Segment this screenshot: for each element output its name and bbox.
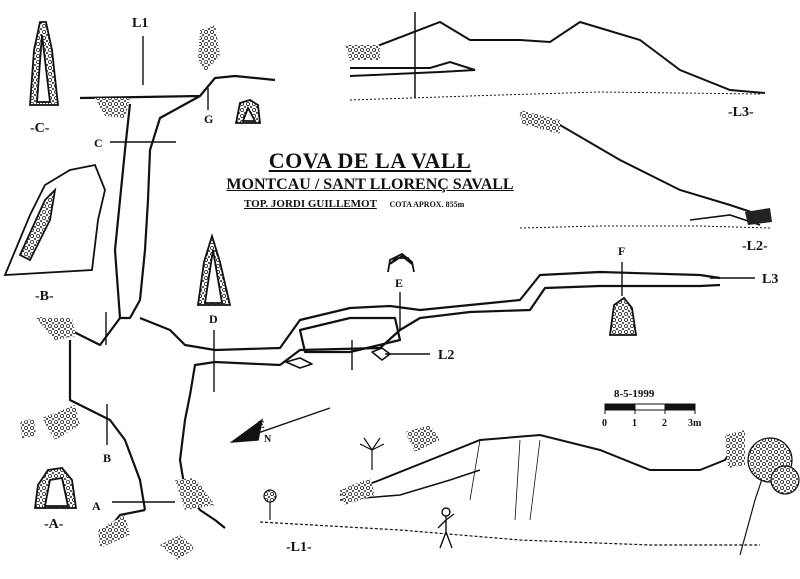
survey-date: 8-5-1999 [614,388,655,400]
cross-sections [3,21,638,509]
scale-tick-2: 2 [662,418,667,429]
section-mark-f: F [618,244,625,258]
section-lines [105,36,755,503]
profile-l2 [519,110,772,229]
caption-profile-l3: -L3- [728,105,754,120]
scale-ticks: 0 1 2 3m [602,418,702,429]
caption-section-b: -B- [35,289,54,304]
profile-letters: L1 L2 L3 [132,16,778,363]
profile-mark-l2: L2 [438,348,454,363]
section-letters: A B C D E F G [92,112,625,513]
caption-profile-l1: -L1- [286,540,312,555]
survey-credit-row: TOP. JORDI GUILLEMOT COTA APROX. 855m [220,198,520,210]
title-block: COVA DE LA VALL MONTCAU / SANT LLORENÇ S… [220,148,520,210]
caption-section-a: -A- [44,517,64,532]
scale-tick-1: 1 [632,418,637,429]
altitude-note: COTA APROX. 855m [389,200,465,209]
profile-mark-l1: L1 [132,16,148,31]
section-mark-b: B [103,451,111,465]
section-mark-e: E [395,276,403,290]
person-icon [437,507,455,549]
section-mark-d: D [209,312,218,326]
tree-icon [739,437,800,556]
rock-fills [20,25,220,560]
section-mark-a: A [92,499,101,513]
caption-section-c: -C- [30,121,50,136]
north-arrow-letter-n: N [264,434,272,445]
section-mark-c: C [94,136,103,150]
caption-profile-l2: -L2- [742,239,768,254]
cave-title: COVA DE LA VALL [268,148,472,173]
palm-icon [359,437,385,470]
profile-l1 [259,425,760,546]
location-subtitle: MONTCAU / SANT LLORENÇ SAVALL [226,176,514,193]
north-arrow-letter-e: E [258,420,265,431]
plan-view [39,74,721,541]
profile-l3 [345,12,766,101]
survey-credit: TOP. JORDI GUILLEMOT [244,198,377,210]
section-captions: -C- -B- -A- [30,121,64,532]
scale-tick-0: 0 [602,418,607,429]
scale-tick-3m: 3m [688,418,702,429]
small-tree-icon [263,489,277,520]
scale-bar [604,403,696,414]
profile-mark-l3: L3 [762,272,778,287]
north-arrow-icon [229,407,331,443]
section-mark-g: G [204,112,213,126]
